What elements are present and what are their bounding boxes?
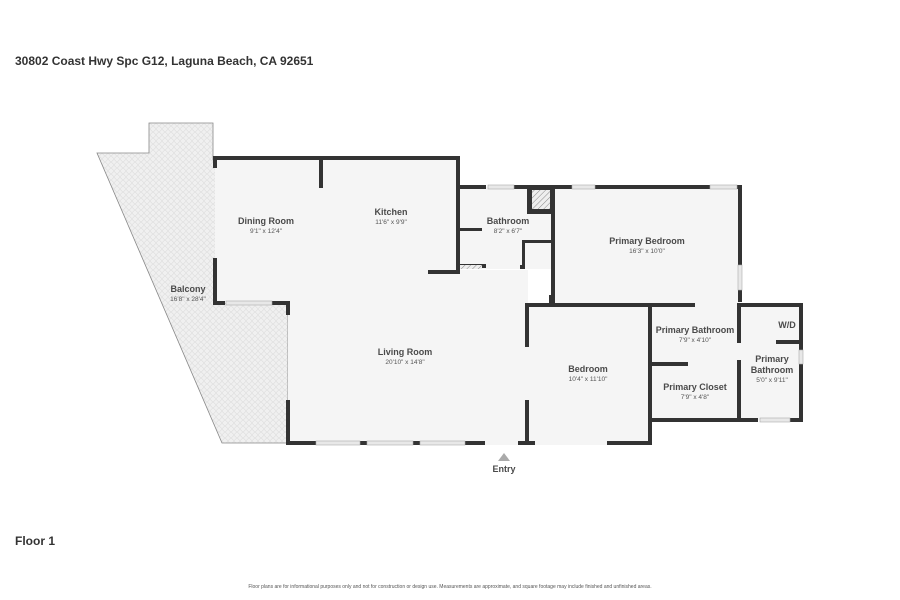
kitchen-name: Kitchen [374, 207, 407, 217]
living-room-dim: 20'10" x 14'8" [385, 359, 425, 366]
balcony-name: Balcony [170, 284, 205, 294]
primary-bathroom-1-name: Primary Bathroom [656, 325, 735, 335]
bathroom-fixture [530, 188, 552, 211]
primary-bathroom-2-dim: 5'0" x 9'11" [756, 377, 788, 384]
walls [213, 156, 803, 445]
bedroom-name: Bedroom [568, 364, 608, 374]
entry-label: Entry [492, 464, 515, 474]
wd-label: W/D [778, 320, 796, 330]
windows [225, 184, 804, 446]
property-address: 30802 Coast Hwy Spc G12, Laguna Beach, C… [15, 54, 314, 68]
disclaimer: Floor plans are for informational purpos… [248, 584, 652, 590]
primary-closet-name: Primary Closet [663, 382, 727, 392]
kitchen-fixture [460, 265, 482, 269]
bathroom-name: Bathroom [487, 216, 530, 226]
primary-bedroom-name: Primary Bedroom [609, 236, 685, 246]
floor-label: Floor 1 [15, 534, 56, 548]
entry-arrow-icon [498, 453, 510, 461]
bathroom-dim: 8'2" x 6'7" [494, 228, 523, 235]
primary-bathroom-2-name-line1: Primary [755, 354, 789, 364]
primary-bathroom-2-name-line2: Bathroom [751, 365, 794, 375]
dining-name: Dining Room [238, 216, 294, 226]
bedroom-dim: 10'4" x 11'10" [569, 376, 608, 383]
primary-bedroom-dim: 16'3" x 10'0" [629, 248, 665, 255]
primary-bathroom-1-dim: 7'9" x 4'10" [679, 337, 712, 344]
dining-dim: 9'1" x 12'4" [250, 228, 283, 235]
kitchen-dim: 11'6" x 9'9" [375, 219, 407, 226]
balcony-dim: 16'8" x 28'4" [170, 296, 206, 303]
living-room-name: Living Room [378, 347, 433, 357]
primary-closet-dim: 7'9" x 4'8" [681, 394, 710, 401]
interior-floor [215, 158, 802, 445]
